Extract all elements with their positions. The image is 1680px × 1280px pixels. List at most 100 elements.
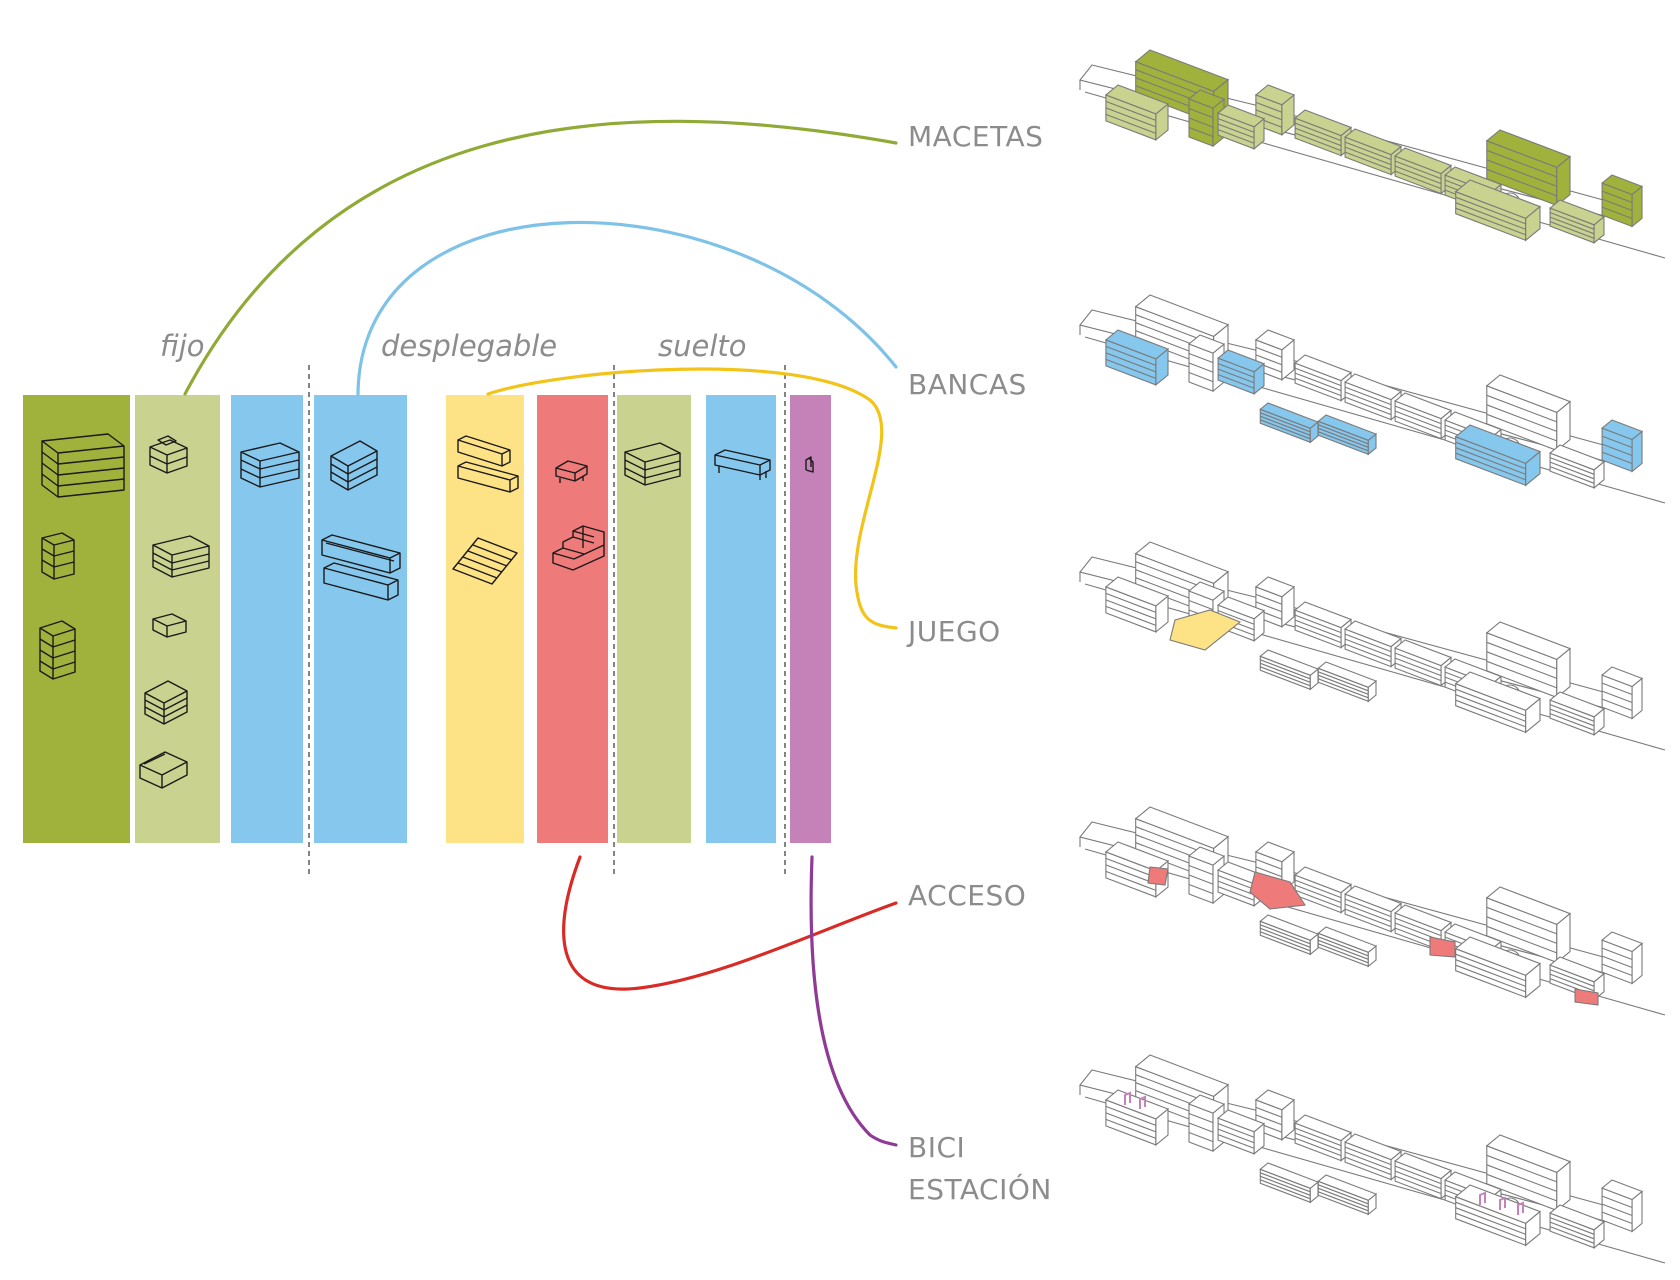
- game-ramp: [1169, 609, 1242, 651]
- box-top: [1104, 1089, 1170, 1120]
- box-slat: [1601, 190, 1633, 204]
- box-top: [1134, 806, 1230, 849]
- column-juego-desplegable: [446, 395, 524, 843]
- box-top: [1549, 199, 1606, 226]
- box-slat: [1318, 678, 1369, 699]
- box-slat: [1601, 435, 1633, 449]
- module-box: [1485, 129, 1572, 207]
- box-slat: [1549, 973, 1595, 992]
- module-box: [1394, 1152, 1453, 1200]
- box-top: [1317, 1174, 1378, 1201]
- box-slat: [1455, 694, 1526, 722]
- box-top: [1294, 866, 1353, 894]
- box-slat: [1217, 1134, 1255, 1149]
- box-slat: [1394, 917, 1442, 937]
- box-slat: [1318, 1187, 1369, 1208]
- box-top: [1344, 373, 1403, 401]
- box-slat: [1486, 660, 1557, 689]
- box-slat: [1318, 427, 1369, 448]
- box-slat: [1486, 916, 1557, 944]
- box-top: [1254, 576, 1296, 598]
- legend-label-bici: BICI: [908, 1131, 965, 1164]
- module-box: [1549, 444, 1606, 489]
- module-box: [1104, 329, 1170, 387]
- box-slat: [1601, 443, 1633, 457]
- box-slat: [1394, 652, 1442, 672]
- box-top: [1104, 576, 1170, 607]
- box-slat: [1549, 1217, 1595, 1235]
- box-slat: [1486, 1173, 1557, 1202]
- box-slat: [1105, 358, 1157, 379]
- box-slat: [1255, 866, 1283, 878]
- box-slat: [1549, 457, 1595, 475]
- trailer-juego: [1079, 541, 1666, 751]
- box-slat: [1601, 698, 1633, 712]
- box-top: [1254, 329, 1296, 351]
- trailer-bici: [1079, 1054, 1666, 1264]
- column-acceso-desplegable: [537, 395, 608, 843]
- box-slat: [1255, 1106, 1283, 1118]
- box-slat: [1260, 931, 1311, 952]
- module-box: [1485, 1134, 1572, 1212]
- category-separators: [308, 365, 786, 875]
- box-slat: [1318, 936, 1369, 957]
- module-box: [1601, 174, 1644, 228]
- box-slat: [1549, 216, 1595, 235]
- bike-rack-icon: [805, 456, 814, 473]
- box-slat: [1217, 875, 1255, 890]
- box-slat: [1217, 368, 1255, 384]
- loose-bench: [1259, 1162, 1320, 1204]
- box-slat: [1601, 947, 1633, 961]
- box-top: [1454, 179, 1542, 219]
- box-top: [1601, 174, 1644, 196]
- loose-bench: [1259, 402, 1320, 444]
- loose-bench: [1259, 649, 1320, 691]
- box-top: [1187, 334, 1226, 354]
- box-slat: [1217, 118, 1255, 133]
- box-slat: [1601, 682, 1633, 696]
- box-slat: [1105, 599, 1157, 620]
- loose-bench: [1317, 414, 1378, 456]
- box-top: [1217, 104, 1266, 128]
- box-slat: [1455, 1212, 1526, 1241]
- planter-stack-icon: [149, 435, 188, 474]
- trailer-acceso: [1079, 806, 1666, 1016]
- box-top: [1259, 402, 1320, 429]
- box-slat: [1294, 127, 1342, 147]
- planter-loose-icon: [624, 442, 681, 486]
- box-slat: [1318, 1184, 1369, 1205]
- access-step: [1574, 988, 1599, 1006]
- module-box: [1187, 89, 1226, 148]
- box-slat: [1255, 109, 1283, 121]
- planter-large-icon: [41, 433, 125, 498]
- box-slat: [1486, 651, 1557, 679]
- game-bench-icon: [457, 435, 519, 493]
- box-top: [1254, 1089, 1296, 1111]
- box-slat: [1455, 959, 1526, 987]
- box-slat: [1455, 452, 1526, 481]
- box-top: [1485, 374, 1572, 414]
- box-slat: [1601, 1211, 1633, 1225]
- module-box: [1217, 349, 1266, 395]
- box-slat: [1294, 367, 1342, 387]
- box-top: [1294, 601, 1353, 629]
- box-slat: [1105, 870, 1157, 891]
- legend-label-estacion: ESTACIÓN: [908, 1172, 1052, 1206]
- module-box: [1454, 1184, 1542, 1247]
- box-top: [1549, 444, 1606, 471]
- box-slat: [1260, 1175, 1311, 1196]
- box-top: [1294, 354, 1353, 382]
- box-slat: [1260, 1172, 1311, 1193]
- box-slat: [1549, 1226, 1595, 1244]
- box-slat: [1260, 659, 1311, 680]
- module-box: [1294, 866, 1353, 914]
- legend-label-bancas: BANCAS: [908, 368, 1027, 401]
- module-box: [1601, 1179, 1644, 1233]
- box-top: [1187, 581, 1226, 601]
- box-slat: [1294, 889, 1342, 909]
- box-top: [1134, 541, 1230, 584]
- column-bancas-suelto: [706, 395, 776, 843]
- module-box: [1549, 691, 1606, 736]
- box-slat: [1344, 1146, 1392, 1166]
